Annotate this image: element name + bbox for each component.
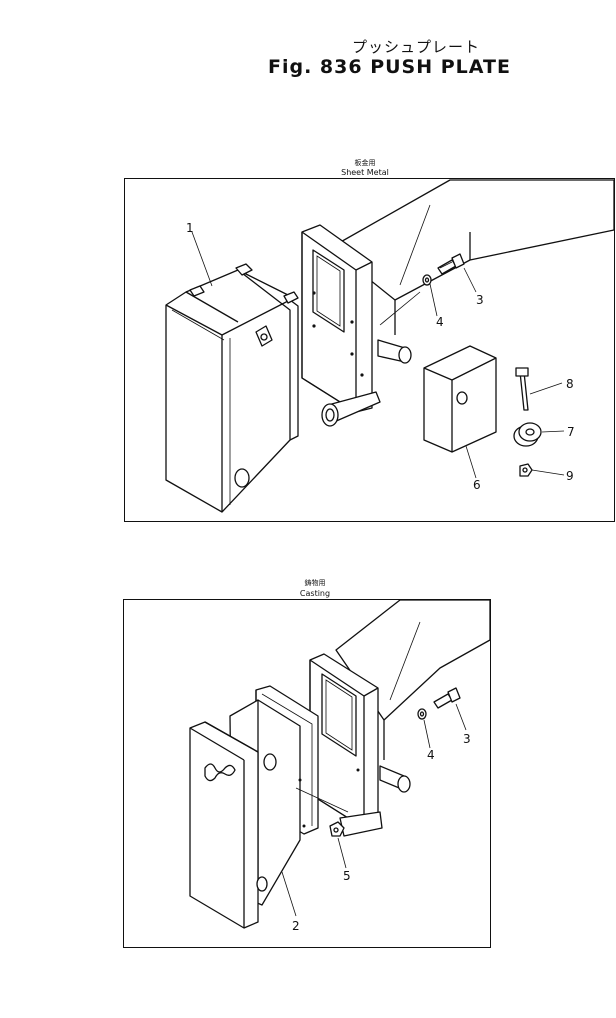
bolt-part-3 (437, 253, 465, 275)
callout-3: 3 (476, 293, 484, 307)
casting-arm (309, 599, 491, 837)
section-1-caption-jp: 板金用 (354, 159, 376, 167)
title-japanese: プッシュプレート (352, 38, 481, 56)
washer-part-4-casting (417, 708, 427, 720)
bolt-part-3-casting (433, 687, 461, 709)
callout-5: 5 (343, 869, 351, 883)
callout-6: 6 (473, 478, 481, 492)
callout-9: 9 (566, 469, 574, 483)
section-2-caption: Casting (299, 589, 331, 598)
callout-8: 8 (566, 377, 574, 391)
nut-part-9 (519, 463, 533, 477)
leaders-section-2 (281, 703, 467, 917)
collar-part-7 (513, 422, 542, 447)
callout-4: 4 (436, 315, 444, 329)
bolt-part-8 (515, 367, 529, 411)
section-1-caption: Sheet Metal (341, 168, 389, 177)
sheet-metal-arm (301, 179, 615, 427)
leaders-section-1 (191, 231, 565, 479)
callout-2: 2 (292, 919, 300, 933)
section-2-caption-jp: 鋳物用 (304, 579, 326, 587)
casting-panel (123, 599, 491, 948)
figure-title: Fig. 836 PUSH PLATE (268, 56, 511, 78)
nut-part-5 (329, 821, 345, 837)
callout-1: 1 (186, 221, 194, 235)
block-part-6 (423, 345, 497, 453)
callout-7: 7 (567, 425, 575, 439)
callout-4-casting: 4 (427, 748, 435, 762)
sheet-metal-panel (124, 178, 615, 522)
push-plate-casting (189, 685, 319, 929)
washer-part-4 (422, 274, 432, 286)
push-plate-box-sheet-metal (165, 263, 299, 513)
callout-3-casting: 3 (463, 732, 471, 746)
